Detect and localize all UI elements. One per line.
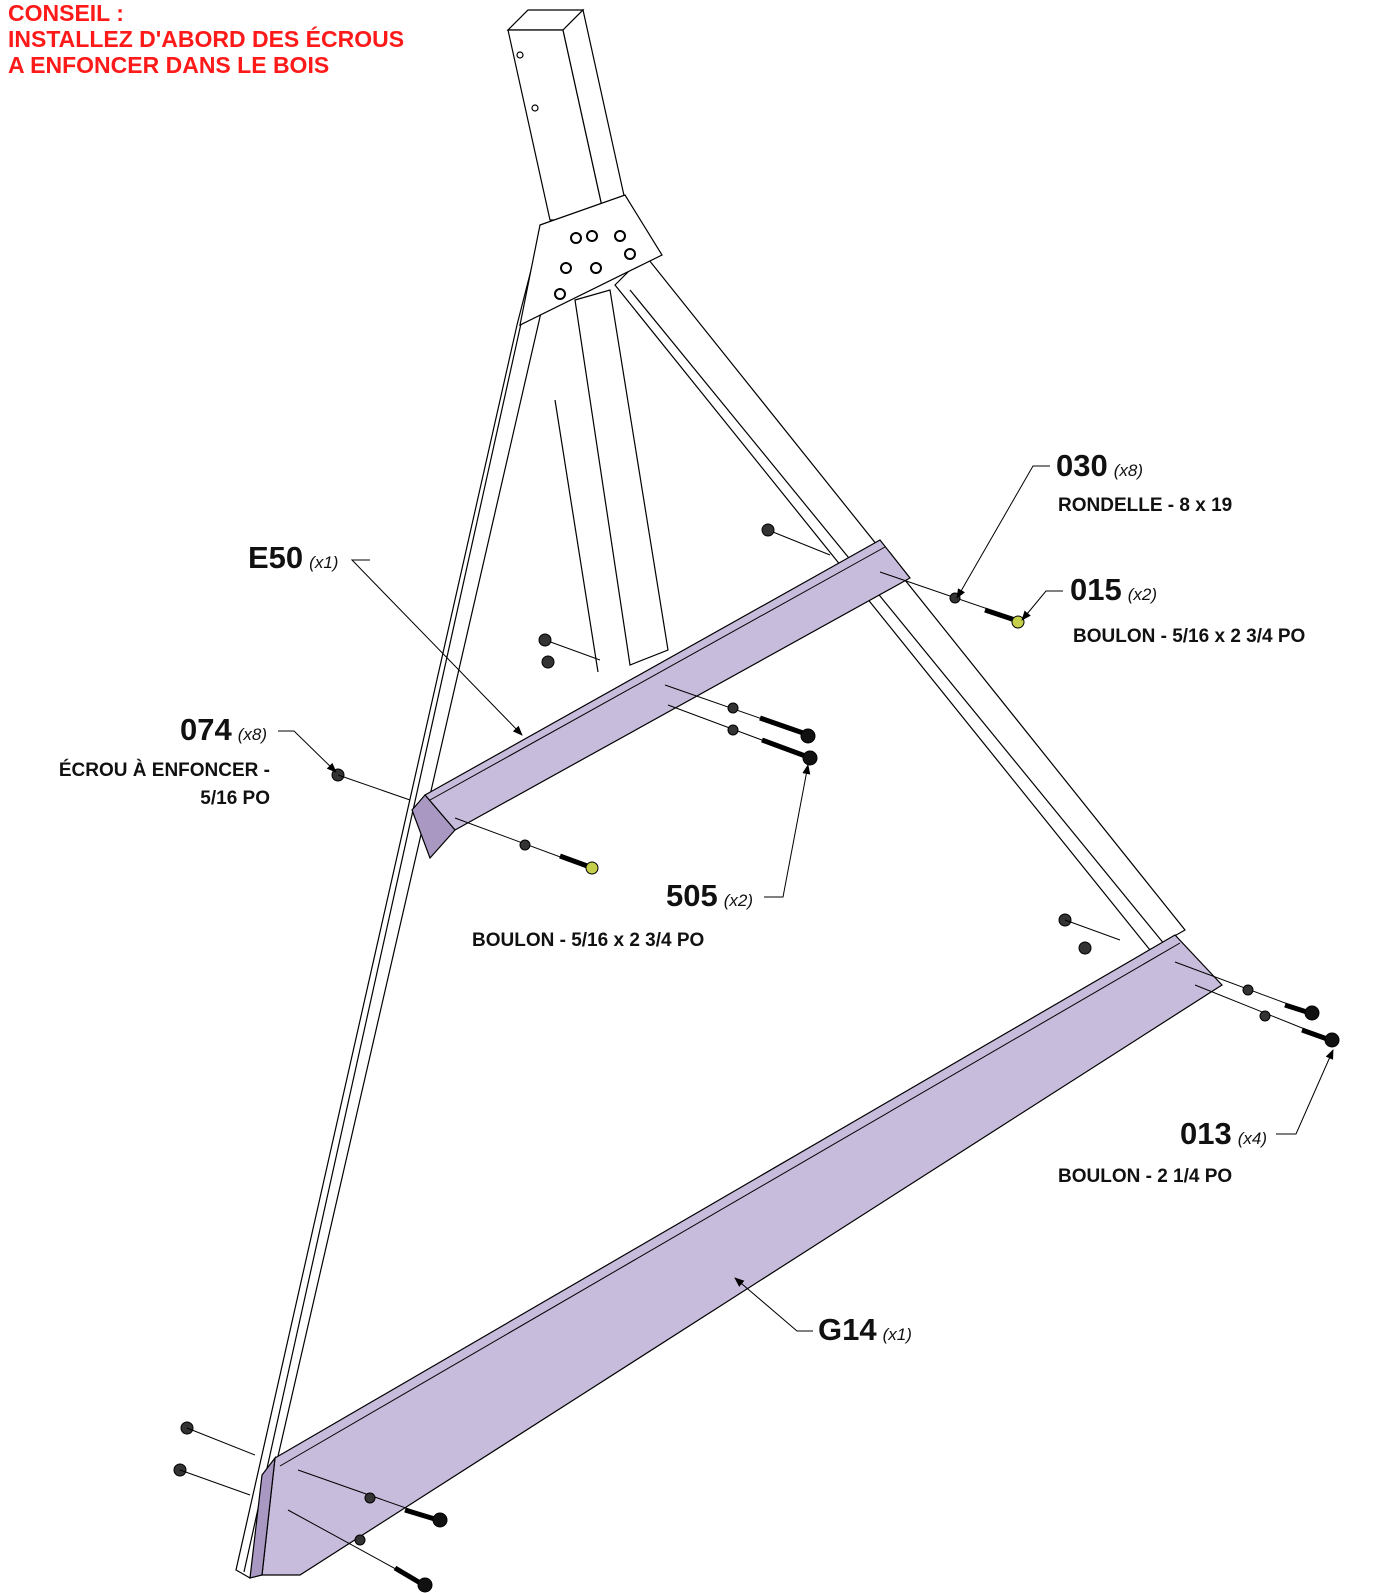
part-code: E50 [248, 540, 304, 575]
part-qty: (x4) [1237, 1129, 1268, 1148]
part-desc-line-1: ÉCROU À ENFONCER - [58, 760, 270, 781]
part-code: 074 [180, 712, 232, 747]
callout-015: 015 (x2) [1070, 572, 1157, 608]
center-leg [554, 289, 669, 673]
part-desc-015: BOULON - 5/16 x 2 3/4 PO [1073, 626, 1306, 647]
part-desc-505: BOULON - 5/16 x 2 3/4 PO [472, 930, 705, 951]
part-desc-074: ÉCROU À ENFONCER - 5/16 PO [8, 760, 270, 810]
part-code: 505 [666, 878, 718, 913]
callout-013: 013 (x4) [1180, 1116, 1267, 1152]
part-qty: (x8) [1113, 461, 1144, 480]
callout-505: 505 (x2) [666, 878, 753, 914]
callout-030: 030 (x8) [1056, 448, 1143, 484]
part-qty: (x1) [309, 553, 339, 572]
board-e50 [411, 539, 911, 860]
callout-leaders [278, 465, 1334, 1332]
part-code: 013 [1180, 1116, 1232, 1151]
part-qty: (x2) [1127, 585, 1158, 604]
part-code: 015 [1070, 572, 1122, 607]
part-code: G14 [818, 1312, 877, 1347]
part-qty: (x1) [882, 1325, 912, 1344]
top-post [506, 8, 626, 222]
tip-line-1: CONSEIL : [8, 0, 124, 26]
hardware [173, 523, 1340, 1593]
tip-line-2: INSTALLEZ D'ABORD DES ÉCROUS [8, 26, 405, 52]
part-desc-line-2: 5/16 PO [200, 788, 270, 809]
part-qty: (x2) [723, 891, 754, 910]
part-qty: (x8) [237, 725, 268, 744]
top-bracket [519, 194, 663, 327]
tip-line-3: A ENFONCER DANS LE BOIS [8, 52, 330, 78]
part-desc-030: RONDELLE - 8 x 19 [1058, 495, 1233, 516]
callout-g14: G14 (x1) [818, 1312, 912, 1348]
assembly-tip: CONSEIL : INSTALLEZ D'ABORD DES ÉCROUS A… [8, 0, 404, 78]
part-code: 030 [1056, 448, 1108, 483]
board-g14 [249, 934, 1223, 1579]
callout-e50: E50 (x1) [248, 540, 338, 576]
part-desc-013: BOULON - 2 1/4 PO [1058, 1166, 1233, 1187]
callout-074: 074 (x8) [180, 712, 267, 748]
